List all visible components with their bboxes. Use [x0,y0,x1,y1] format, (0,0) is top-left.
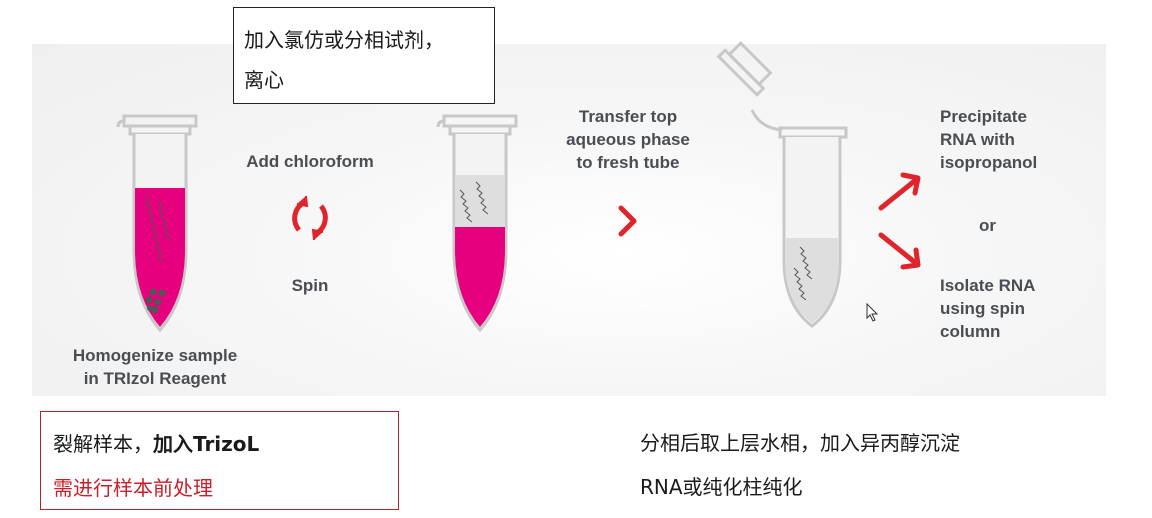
option-1-line-3: isopropanol [940,153,1038,172]
arrow-down-right-icon [878,232,921,270]
step-3-label-line-1: Transfer top [578,107,678,126]
callout-left-line-2: 需进行样本前处理 [53,476,213,500]
callout-top-line-2: 离心 [244,68,284,92]
option-precipitate-label: Precipitate RNA with isopropanol [940,105,1037,174]
step-1-label-line-1: Homogenize sample [72,346,238,365]
callout-lysis-note: 裂解样本，加入TrizoL 需进行样本前处理 [40,411,399,510]
chevron-right-icon [618,205,637,237]
protocol-diagram-panel [32,44,1106,396]
callout-left-line-1b: 加入TrizoL [153,432,260,456]
option-1-line-1: Precipitate [940,107,1027,126]
arrow-up-right-icon [878,172,921,211]
add-chloroform-label: Add chloroform [246,152,374,171]
option-2-line-3: column [940,322,1001,341]
callout-top-line-1: 加入氯仿或分相试剂， [244,28,444,52]
callout-chloroform-note: 加入氯仿或分相试剂， 离心 [233,7,495,104]
callout-left-line-1a: 裂解样本， [53,432,153,456]
spin-label: Spin [291,276,329,295]
note-right-line-2: RNA或纯化柱纯化 [640,475,803,499]
or-label: or [979,216,996,235]
step-3-label-line-3: to fresh tube [576,153,680,172]
spin-icon [292,195,328,241]
note-right-line-1: 分相后取上层水相，加入异丙醇沉淀 [640,431,960,455]
step-3-label: Transfer top aqueous phase to fresh tube [546,105,710,174]
callout-left-line-1: 裂解样本，加入TrizoL [53,422,386,466]
option-spin-column-label: Isolate RNA using spin column [940,274,1035,343]
tube-1-icon [116,114,198,333]
step-3-label-line-2: aqueous phase [566,130,690,149]
step-1-label: Homogenize sample in TRIzol Reagent [50,344,260,390]
step-1-label-line-2: in TRIzol Reagent [83,369,227,388]
option-2-line-1: Isolate RNA [940,276,1036,295]
mouse-cursor-icon [866,302,879,322]
note-phase-separation: 分相后取上层水相，加入异丙醇沉淀 RNA或纯化柱纯化 [640,421,960,509]
option-2-line-2: using spin [940,299,1025,318]
option-1-line-2: RNA with [940,130,1015,149]
tube-3-icon [716,41,848,328]
tube-2-icon [436,114,518,333]
